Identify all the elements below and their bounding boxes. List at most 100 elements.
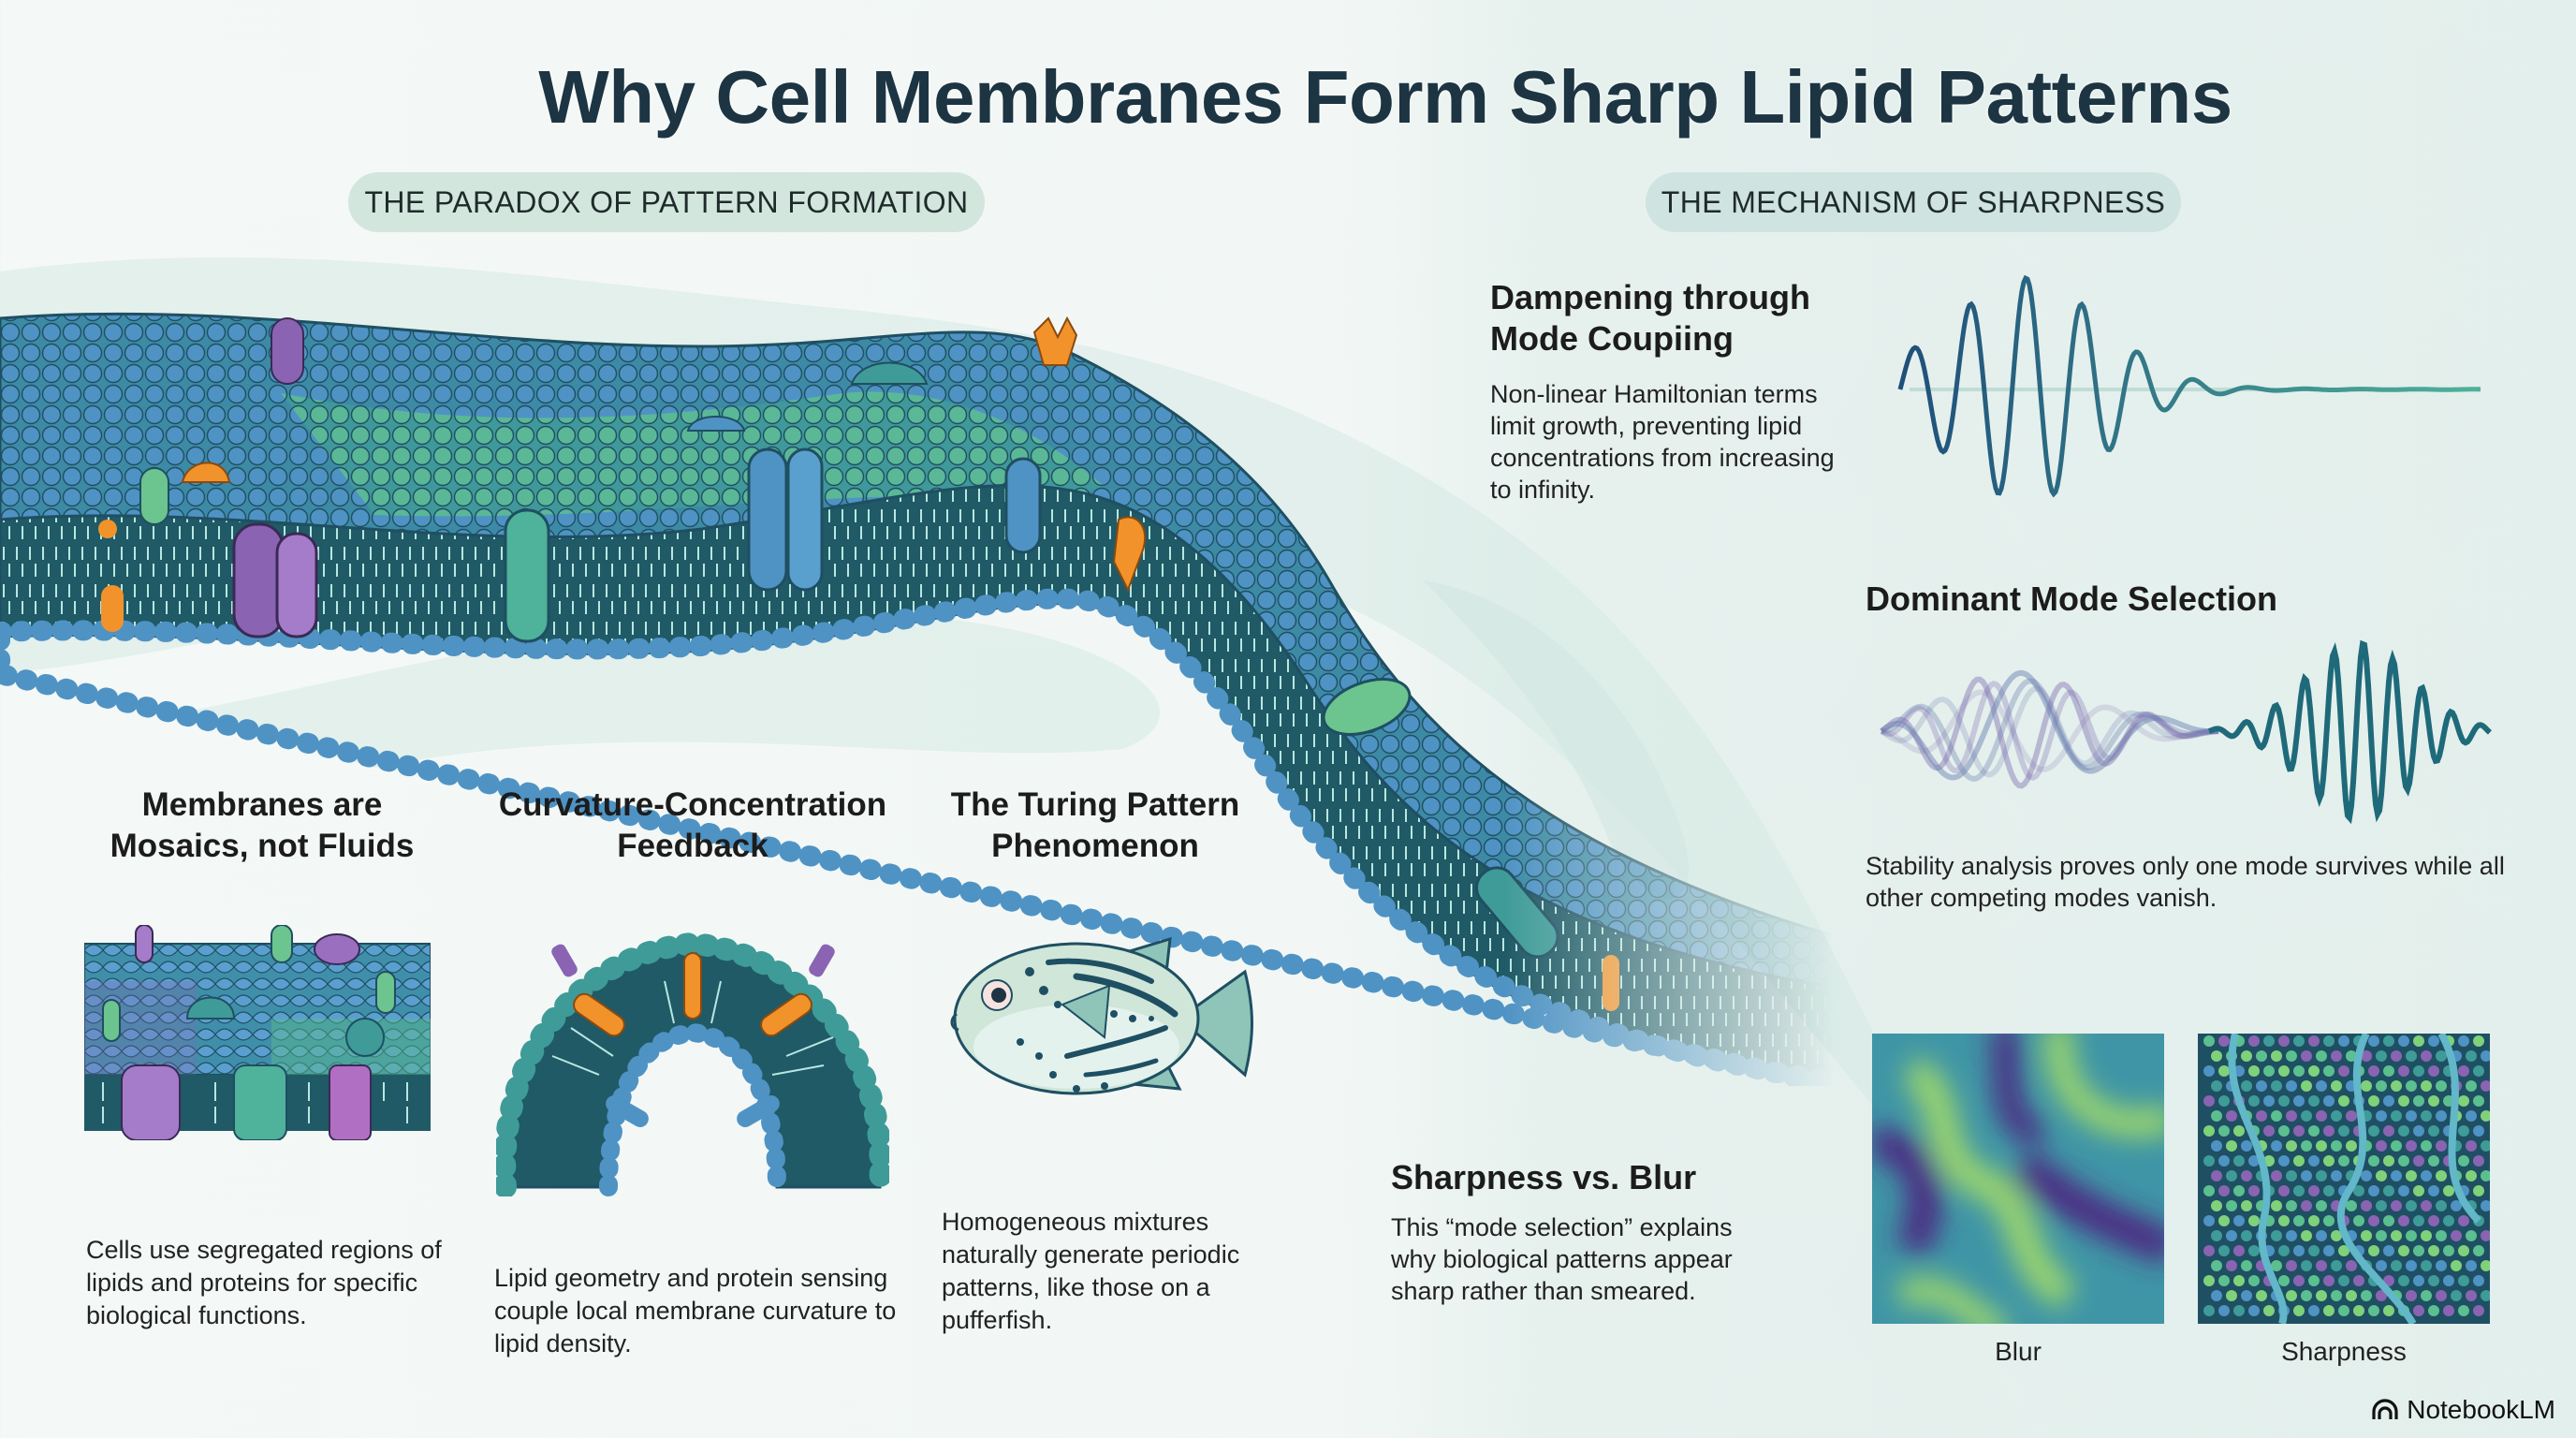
pattern-dot (2361, 1080, 2372, 1092)
pattern-dot (2211, 1110, 2222, 1122)
pattern-band (2437, 1034, 2481, 1224)
pattern-dot (2233, 1275, 2245, 1286)
pattern-dot (2301, 1290, 2312, 1301)
pattern-dot (2263, 1125, 2275, 1137)
pattern-dot (2421, 1110, 2432, 1122)
pattern-dot (2346, 1290, 2357, 1301)
pattern-dot (2316, 1140, 2327, 1152)
pattern-dot (2413, 1095, 2424, 1107)
pattern-dot (2391, 1110, 2402, 1122)
pattern-dot (2413, 1125, 2424, 1137)
pattern-dot (2481, 1140, 2490, 1152)
section-heading: Sharpness vs. Blur (1391, 1158, 1697, 1196)
pattern-dot (2466, 1140, 2477, 1152)
pattern-dot (2451, 1230, 2462, 1241)
brand-name: NotebookLM (2407, 1395, 2555, 1424)
pattern-dot (2211, 1200, 2222, 1211)
pattern-dot (2293, 1185, 2305, 1196)
pattern-dot (2458, 1065, 2469, 1077)
pattern-dot (2361, 1200, 2372, 1211)
pattern-dot (2293, 1155, 2305, 1167)
pattern-dot (2293, 1035, 2305, 1047)
competing-mode-line (1880, 669, 2219, 781)
competing-mode-line (1880, 681, 2219, 781)
pattern-dot (2421, 1260, 2432, 1271)
pattern-dot (2473, 1305, 2484, 1316)
pattern-dot (2376, 1170, 2387, 1181)
tile-caption-sharpness: Sharpness (2281, 1337, 2407, 1366)
pattern-dot (2203, 1305, 2215, 1316)
pattern-dot (2473, 1245, 2484, 1256)
pattern-dot (2301, 1200, 2312, 1211)
pattern-dot (2458, 1125, 2469, 1137)
pattern-dot (2413, 1215, 2424, 1226)
pattern-dot (2301, 1110, 2312, 1122)
pattern-dot (2241, 1260, 2252, 1271)
pattern-dot (2241, 1230, 2252, 1241)
pattern-dot (2436, 1050, 2447, 1062)
pattern-dot (2293, 1245, 2305, 1256)
pattern-dot (2323, 1185, 2334, 1196)
pattern-dot (2436, 1170, 2447, 1181)
pattern-dot (2241, 1050, 2252, 1062)
pattern-dot (2211, 1170, 2222, 1181)
pattern-dot (2308, 1275, 2320, 1286)
pattern-dot (2338, 1095, 2349, 1107)
pattern-dot (2308, 1095, 2320, 1107)
competing-mode-line (1881, 678, 2219, 782)
pattern-dot (2413, 1035, 2424, 1047)
pattern-dot (2376, 1080, 2387, 1092)
pattern-dot (2233, 1125, 2245, 1137)
pattern-dot (2271, 1110, 2282, 1122)
pattern-dot (2316, 1050, 2327, 1062)
pattern-dot (2368, 1095, 2379, 1107)
pattern-dot (2383, 1245, 2394, 1256)
pattern-dot (2428, 1185, 2439, 1196)
pattern-dot (2301, 1170, 2312, 1181)
pattern-band (2336, 1034, 2417, 1324)
pattern-dot (2421, 1050, 2432, 1062)
card-title-line: The Turing Pattern (950, 786, 1240, 823)
pattern-dot (2308, 1305, 2320, 1316)
pattern-dot (2376, 1260, 2387, 1271)
pattern-dot (2226, 1200, 2237, 1211)
pattern-dot (2278, 1035, 2290, 1047)
pattern-dot (2466, 1080, 2477, 1092)
pattern-dot (2278, 1245, 2290, 1256)
card-title-line: Mosaics, not Fluids (110, 828, 415, 864)
pattern-dot (2338, 1305, 2349, 1316)
pattern-dot (2316, 1260, 2327, 1271)
pattern-dot (2248, 1065, 2260, 1077)
pattern-dot (2271, 1080, 2282, 1092)
pattern-dot (2413, 1245, 2424, 1256)
pattern-dot (2338, 1245, 2349, 1256)
card-description: Cells use segregated regions of lipids a… (86, 1236, 442, 1329)
pattern-dot (2226, 1260, 2237, 1271)
pattern-dot (2338, 1125, 2349, 1137)
pattern-dot (2271, 1200, 2282, 1211)
heading-line: Mode Coupiing (1490, 319, 1734, 358)
pattern-dot (2481, 1170, 2490, 1181)
section-label-paradox: THE PARADOX OF PATTERN FORMATION (348, 172, 985, 232)
pattern-dot (2458, 1215, 2469, 1226)
pattern-dot (2278, 1065, 2290, 1077)
pattern-dot (2436, 1080, 2447, 1092)
pattern-dot (2263, 1035, 2275, 1047)
sharp-pattern-tile (2198, 1034, 2490, 1324)
pattern-dot (2398, 1215, 2409, 1226)
pattern-dot (2428, 1125, 2439, 1137)
pattern-dot (2248, 1245, 2260, 1256)
pattern-dot (2241, 1140, 2252, 1152)
pattern-dot (2391, 1200, 2402, 1211)
pattern-dot (2458, 1305, 2469, 1316)
pattern-dot (2263, 1065, 2275, 1077)
pattern-dot (2233, 1185, 2245, 1196)
sharpness-section: Sharpness vs. Blur This “mode selection”… (1391, 1157, 1784, 1307)
pattern-dot (2241, 1170, 2252, 1181)
pattern-dot (2233, 1155, 2245, 1167)
pattern-dot (2398, 1065, 2409, 1077)
competing-mode-line (1881, 689, 2219, 772)
pattern-dot (2406, 1260, 2417, 1271)
pattern-dot (2376, 1140, 2387, 1152)
pattern-dot (2376, 1230, 2387, 1241)
